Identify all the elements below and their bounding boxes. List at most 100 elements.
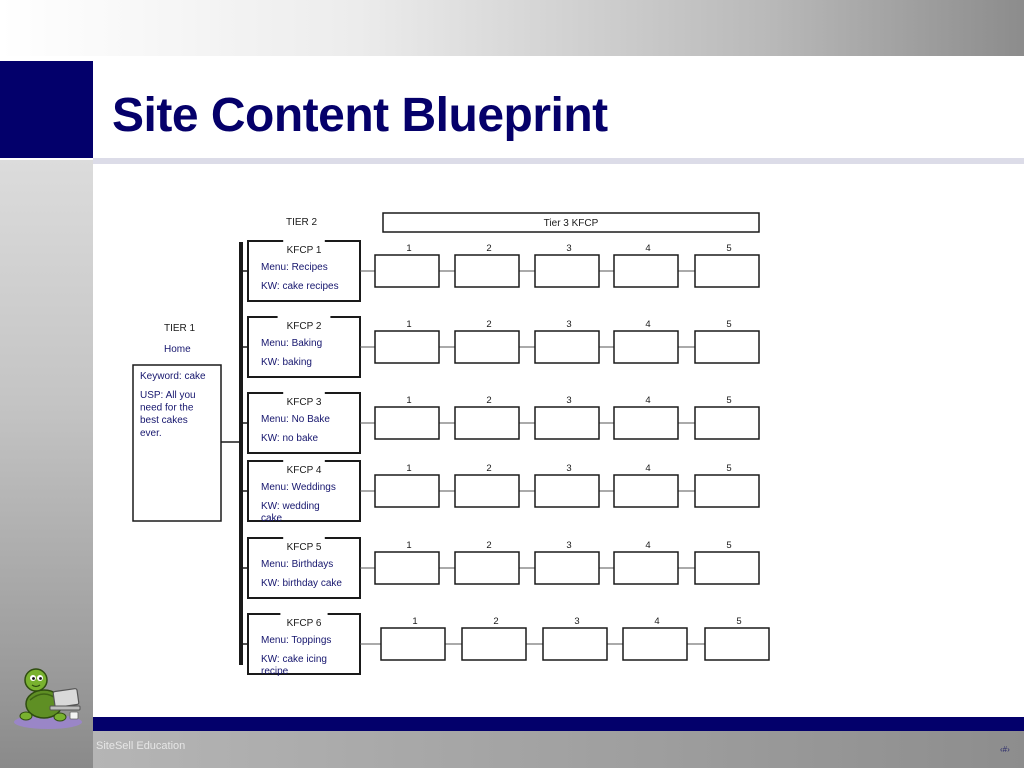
tier2-header: TIER 2 — [286, 217, 318, 228]
tier1-label: TIER 1 — [164, 323, 196, 334]
kfcp-menu: Menu: Baking — [261, 338, 322, 349]
tier1-keyword: Keyword: cake — [140, 371, 206, 382]
tier3-slot-number: 3 — [566, 319, 571, 330]
tier3-slot-box — [454, 551, 520, 585]
kfcp-title-mask — [283, 237, 325, 246]
tier1-usp-line: USP: All you — [140, 390, 196, 401]
tier1-usp-line: best cakes — [140, 415, 188, 426]
tier3-slot-box — [542, 627, 608, 661]
kfcp-menu: Menu: Weddings — [261, 482, 336, 493]
tier3-slot-box — [613, 474, 679, 508]
bottom-gradient-band — [93, 731, 1024, 768]
tier3-slot-number: 5 — [726, 319, 731, 330]
tier3-slot-box — [454, 474, 520, 508]
top-gradient-band — [0, 0, 1024, 56]
tier3-slot-number: 2 — [493, 616, 498, 627]
tier3-slot-box — [374, 551, 440, 585]
kfcp-title: KFCP 3 — [287, 397, 322, 408]
tier3-slot-number: 5 — [726, 540, 731, 551]
kfcp-title-mask — [277, 313, 331, 322]
tier3-slot-number: 1 — [412, 616, 417, 627]
tier3-slot-box — [374, 330, 440, 364]
tier3-slot-number: 5 — [736, 616, 741, 627]
tier3-slot-number: 4 — [645, 319, 650, 330]
tier3-header-box — [382, 212, 760, 233]
tier3-slot-number: 4 — [654, 616, 659, 627]
tier3-slot-number: 3 — [566, 395, 571, 406]
tier3-slot-box — [374, 474, 440, 508]
tier3-slot-box — [622, 627, 688, 661]
left-gradient-band — [0, 158, 93, 768]
slide-number: ‹#› — [1000, 745, 1010, 754]
tier3-slot-number: 4 — [645, 463, 650, 474]
tier3-slot-box — [534, 254, 600, 288]
kfcp-menu: Menu: Birthdays — [261, 559, 333, 570]
tier3-slot-number: 4 — [645, 395, 650, 406]
tier1-usp-line: need for the — [140, 403, 194, 414]
kfcp-box — [247, 613, 361, 675]
title-bar — [0, 56, 1024, 160]
tier3-slot-number: 1 — [406, 319, 411, 330]
tier3-slot-number: 3 — [566, 243, 571, 254]
tier3-slot-box — [694, 551, 760, 585]
kfcp-keyword: KW: birthday cake — [261, 578, 342, 589]
kfcp-keyword: KW: no bake — [261, 433, 319, 444]
tier3-slot-box — [454, 330, 520, 364]
kfcp-title: KFCP 1 — [287, 245, 322, 256]
kfcp-title: KFCP 2 — [287, 321, 322, 332]
kfcp-title: KFCP 5 — [287, 542, 322, 553]
tier3-slot-box — [454, 406, 520, 440]
page-title: Site Content Blueprint — [112, 89, 608, 142]
tier3-slot-box — [534, 330, 600, 364]
tier3-slot-box — [613, 551, 679, 585]
kfcp-menu: Menu: Recipes — [261, 262, 328, 273]
kfcp-keyword: KW: cake icing — [261, 654, 327, 665]
tier3-slot-box — [534, 551, 600, 585]
tier3-slot-number: 4 — [645, 540, 650, 551]
kfcp-menu: Menu: Toppings — [261, 635, 331, 646]
tier3-slot-box — [380, 627, 446, 661]
turtle-with-laptop-icon — [8, 660, 88, 737]
tier3-slot-box — [694, 254, 760, 288]
tier3-slot-box — [534, 474, 600, 508]
tier3-slot-number: 3 — [574, 616, 579, 627]
kfcp-title-mask — [283, 389, 325, 398]
tier1-usp-line: ever. — [140, 428, 162, 439]
tier3-slot-box — [613, 254, 679, 288]
kfcp-keyword: KW: baking — [261, 357, 312, 368]
tier3-slot-box — [704, 627, 770, 661]
tier3-slot-box — [694, 474, 760, 508]
kfcp-menu: Menu: No Bake — [261, 414, 330, 425]
kfcp-box — [247, 460, 361, 522]
tier3-slot-number: 2 — [486, 463, 491, 474]
tier3-slot-box — [694, 330, 760, 364]
kfcp-keyword: cake — [261, 513, 283, 524]
footer-bar — [93, 717, 1024, 731]
tier3-slot-box — [694, 406, 760, 440]
tier3-slot-box — [613, 406, 679, 440]
tier3-slot-number: 3 — [566, 463, 571, 474]
tier3-slot-box — [374, 406, 440, 440]
tier3-slot-number: 5 — [726, 463, 731, 474]
tier3-slot-number: 2 — [486, 395, 491, 406]
tier3-slot-number: 2 — [486, 243, 491, 254]
kfcp-title-mask — [280, 610, 328, 619]
tier3-slot-number: 4 — [645, 243, 650, 254]
kfcp-keyword: KW: cake recipes — [261, 281, 339, 292]
tier3-slot-box — [454, 254, 520, 288]
footer-text: SiteSell Education — [96, 740, 186, 752]
tier3-slot-box — [613, 330, 679, 364]
kfcp-box — [247, 537, 361, 599]
tier3-slot-number: 1 — [406, 243, 411, 254]
tier3-slot-box — [374, 254, 440, 288]
kfcp-title-mask — [283, 457, 325, 466]
tier3-slot-number: 2 — [486, 319, 491, 330]
tier3-slot-number: 5 — [726, 395, 731, 406]
kfcp-title: KFCP 4 — [287, 465, 322, 476]
tier3-slot-number: 1 — [406, 540, 411, 551]
tier3-slot-number: 3 — [566, 540, 571, 551]
tier3-slot-number: 1 — [406, 463, 411, 474]
tier3-header: Tier 3 KFCP — [544, 218, 599, 229]
tier3-slot-number: 2 — [486, 540, 491, 551]
tier1-box — [132, 364, 222, 522]
